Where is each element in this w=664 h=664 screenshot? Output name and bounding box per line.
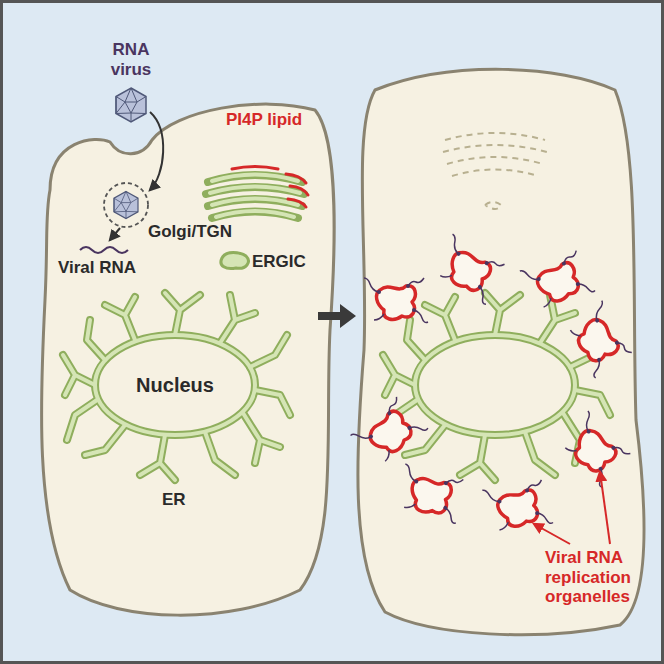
replication-organelles xyxy=(351,394,429,469)
dispersed-golgi xyxy=(443,145,547,152)
viral-rna-strand xyxy=(80,247,128,253)
golgi xyxy=(212,175,298,182)
endosome xyxy=(104,183,148,227)
golgi xyxy=(210,175,300,218)
release-arrow xyxy=(110,228,120,240)
replication-organelles xyxy=(351,234,634,534)
ergic xyxy=(221,253,248,269)
dispersed-golgi xyxy=(452,170,538,177)
replication-organelles xyxy=(430,234,508,305)
golgi xyxy=(232,167,278,170)
golgi xyxy=(210,187,300,194)
label: Viral RNA replication organelles xyxy=(545,548,649,607)
replication-organelles xyxy=(394,464,467,524)
label: Golgi/TGN xyxy=(148,222,244,242)
dispersed-golgi xyxy=(485,202,501,209)
leader-arrow xyxy=(600,472,610,544)
leader-arrow xyxy=(534,472,610,544)
label: RNA virus xyxy=(96,40,166,79)
dispersed-golgi xyxy=(443,133,547,209)
golgi xyxy=(288,199,306,207)
replication-organelles xyxy=(563,301,634,379)
golgi xyxy=(206,175,304,218)
virus-particle xyxy=(116,88,146,122)
label: Viral RNA xyxy=(58,258,148,278)
golgi xyxy=(290,186,308,195)
replication-organelles xyxy=(520,249,595,313)
label: ER xyxy=(162,490,202,510)
illustration xyxy=(114,191,138,218)
label: PI4P lipid xyxy=(226,110,306,130)
label: ERGIC xyxy=(252,252,322,272)
cell-membrane xyxy=(41,104,334,615)
endoplasmic-reticulum xyxy=(63,293,290,480)
golgi xyxy=(286,174,306,183)
nucleus: Nucleus xyxy=(136,374,214,397)
entry-arrow xyxy=(150,112,163,190)
golgi xyxy=(212,199,298,206)
golgi xyxy=(208,175,302,182)
virus-particle xyxy=(114,191,138,218)
dispersed-golgi xyxy=(447,157,543,164)
golgi xyxy=(212,212,298,219)
node-label: Nucleus xyxy=(136,374,214,397)
golgi xyxy=(206,187,304,194)
dispersed-golgi xyxy=(445,133,545,140)
golgi xyxy=(232,167,308,208)
replication-organelles xyxy=(482,479,553,534)
replication-organelles xyxy=(556,411,633,488)
replication-organelles xyxy=(364,278,428,323)
golgi xyxy=(216,211,294,217)
golgi xyxy=(206,167,308,219)
ergic xyxy=(221,253,248,269)
transition-arrow xyxy=(318,304,356,328)
leader-arrow xyxy=(534,524,570,544)
